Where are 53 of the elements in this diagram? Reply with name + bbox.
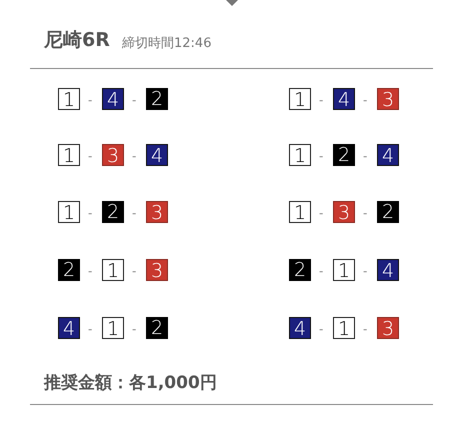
dash-text: - <box>319 322 324 336</box>
dash-text: - <box>132 206 136 220</box>
number-box: 4 <box>333 88 355 110</box>
number-box: 3 <box>377 88 399 110</box>
dash-text: - <box>319 264 324 278</box>
number-box: 2 <box>333 144 355 166</box>
dash-text: - <box>363 206 368 220</box>
number-box: 1 <box>102 317 124 339</box>
dash-text: - <box>319 206 324 220</box>
number-box: 4 <box>146 144 168 166</box>
dash-text: - <box>132 93 136 107</box>
number-box: 3 <box>102 144 124 166</box>
number-box: 1 <box>333 259 355 281</box>
number-box: 1 <box>102 259 124 281</box>
number-box: 1 <box>289 144 311 166</box>
number-box: 4 <box>377 144 399 166</box>
number-box: 3 <box>377 317 399 339</box>
dash-text: - <box>88 322 92 336</box>
number-box: 3 <box>333 201 355 223</box>
dash-text: - <box>363 93 368 107</box>
number-box: 3 <box>146 259 168 281</box>
number-box: 1 <box>333 317 355 339</box>
number-box: 2 <box>289 259 311 281</box>
deadline-text: 締切時間12:46 <box>122 35 212 52</box>
dash-text: - <box>363 264 368 278</box>
dash-text: - <box>88 93 92 107</box>
number-box: 2 <box>146 317 168 339</box>
dash-text: - <box>88 264 92 278</box>
number-box: 3 <box>146 201 168 223</box>
number-box: 4 <box>102 88 124 110</box>
race-title: 尼崎6R <box>44 28 110 53</box>
dash-text: - <box>363 149 368 163</box>
number-box: 1 <box>289 201 311 223</box>
number-box: 2 <box>146 88 168 110</box>
number-box: 1 <box>289 88 311 110</box>
dash-text: - <box>88 149 92 163</box>
dash-text: - <box>132 322 136 336</box>
dash-text: - <box>132 264 136 278</box>
number-box: 1 <box>58 201 80 223</box>
number-box: 2 <box>102 201 124 223</box>
number-box: 2 <box>377 201 399 223</box>
dash-text: - <box>319 93 324 107</box>
number-box: 2 <box>58 259 80 281</box>
number-box: 4 <box>289 317 311 339</box>
dash-text: - <box>88 206 92 220</box>
number-box: 4 <box>58 317 80 339</box>
number-box: 1 <box>58 88 80 110</box>
number-box: 1 <box>58 144 80 166</box>
dash-text: - <box>319 149 324 163</box>
stake-text: 推奨金額：各1,000円 <box>44 372 217 394</box>
number-box: 4 <box>377 259 399 281</box>
dash-text: - <box>132 149 136 163</box>
dash-text: - <box>363 322 368 336</box>
